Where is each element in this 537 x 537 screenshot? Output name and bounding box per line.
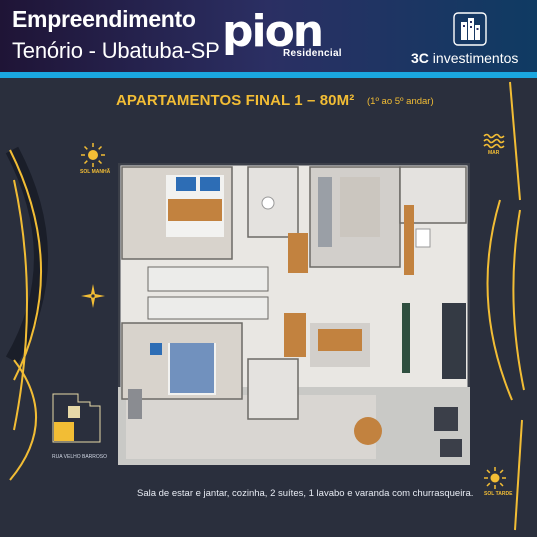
pion-logo: pion: [222, 6, 324, 57]
street-label: RUA VELHO BARROSO: [52, 454, 108, 460]
sun-morning-label: SOL MANHÃ: [80, 169, 111, 175]
waves-icon: [483, 133, 505, 149]
decorative-arcs: [5, 81, 525, 531]
compass-icon: [81, 284, 105, 308]
sea-label: MAR: [488, 150, 500, 156]
plan-title-detail: (1º ao 5º andar): [367, 96, 434, 107]
sun-icon: [484, 467, 506, 489]
header-bar: [0, 0, 537, 72]
sun-icon: [81, 143, 105, 167]
header-location: Tenório - Ubatuba-SP: [12, 38, 220, 63]
header-accent-strip: [0, 72, 537, 78]
sun-afternoon-label: SOL TARDE: [484, 491, 513, 497]
building-icon: [453, 12, 487, 46]
header-title: Empreendimento: [12, 6, 196, 32]
pion-logo-subtitle: Residencial: [283, 48, 342, 59]
site-plan-diagram: [52, 393, 101, 443]
plan-caption: Sala de estar e jantar, cozinha, 2 suíte…: [137, 488, 474, 499]
floor-plan-render: [118, 163, 470, 465]
plan-title: APARTAMENTOS FINAL 1 – 80M²: [116, 92, 355, 109]
brand-logo: 3C investimentos: [411, 50, 519, 66]
